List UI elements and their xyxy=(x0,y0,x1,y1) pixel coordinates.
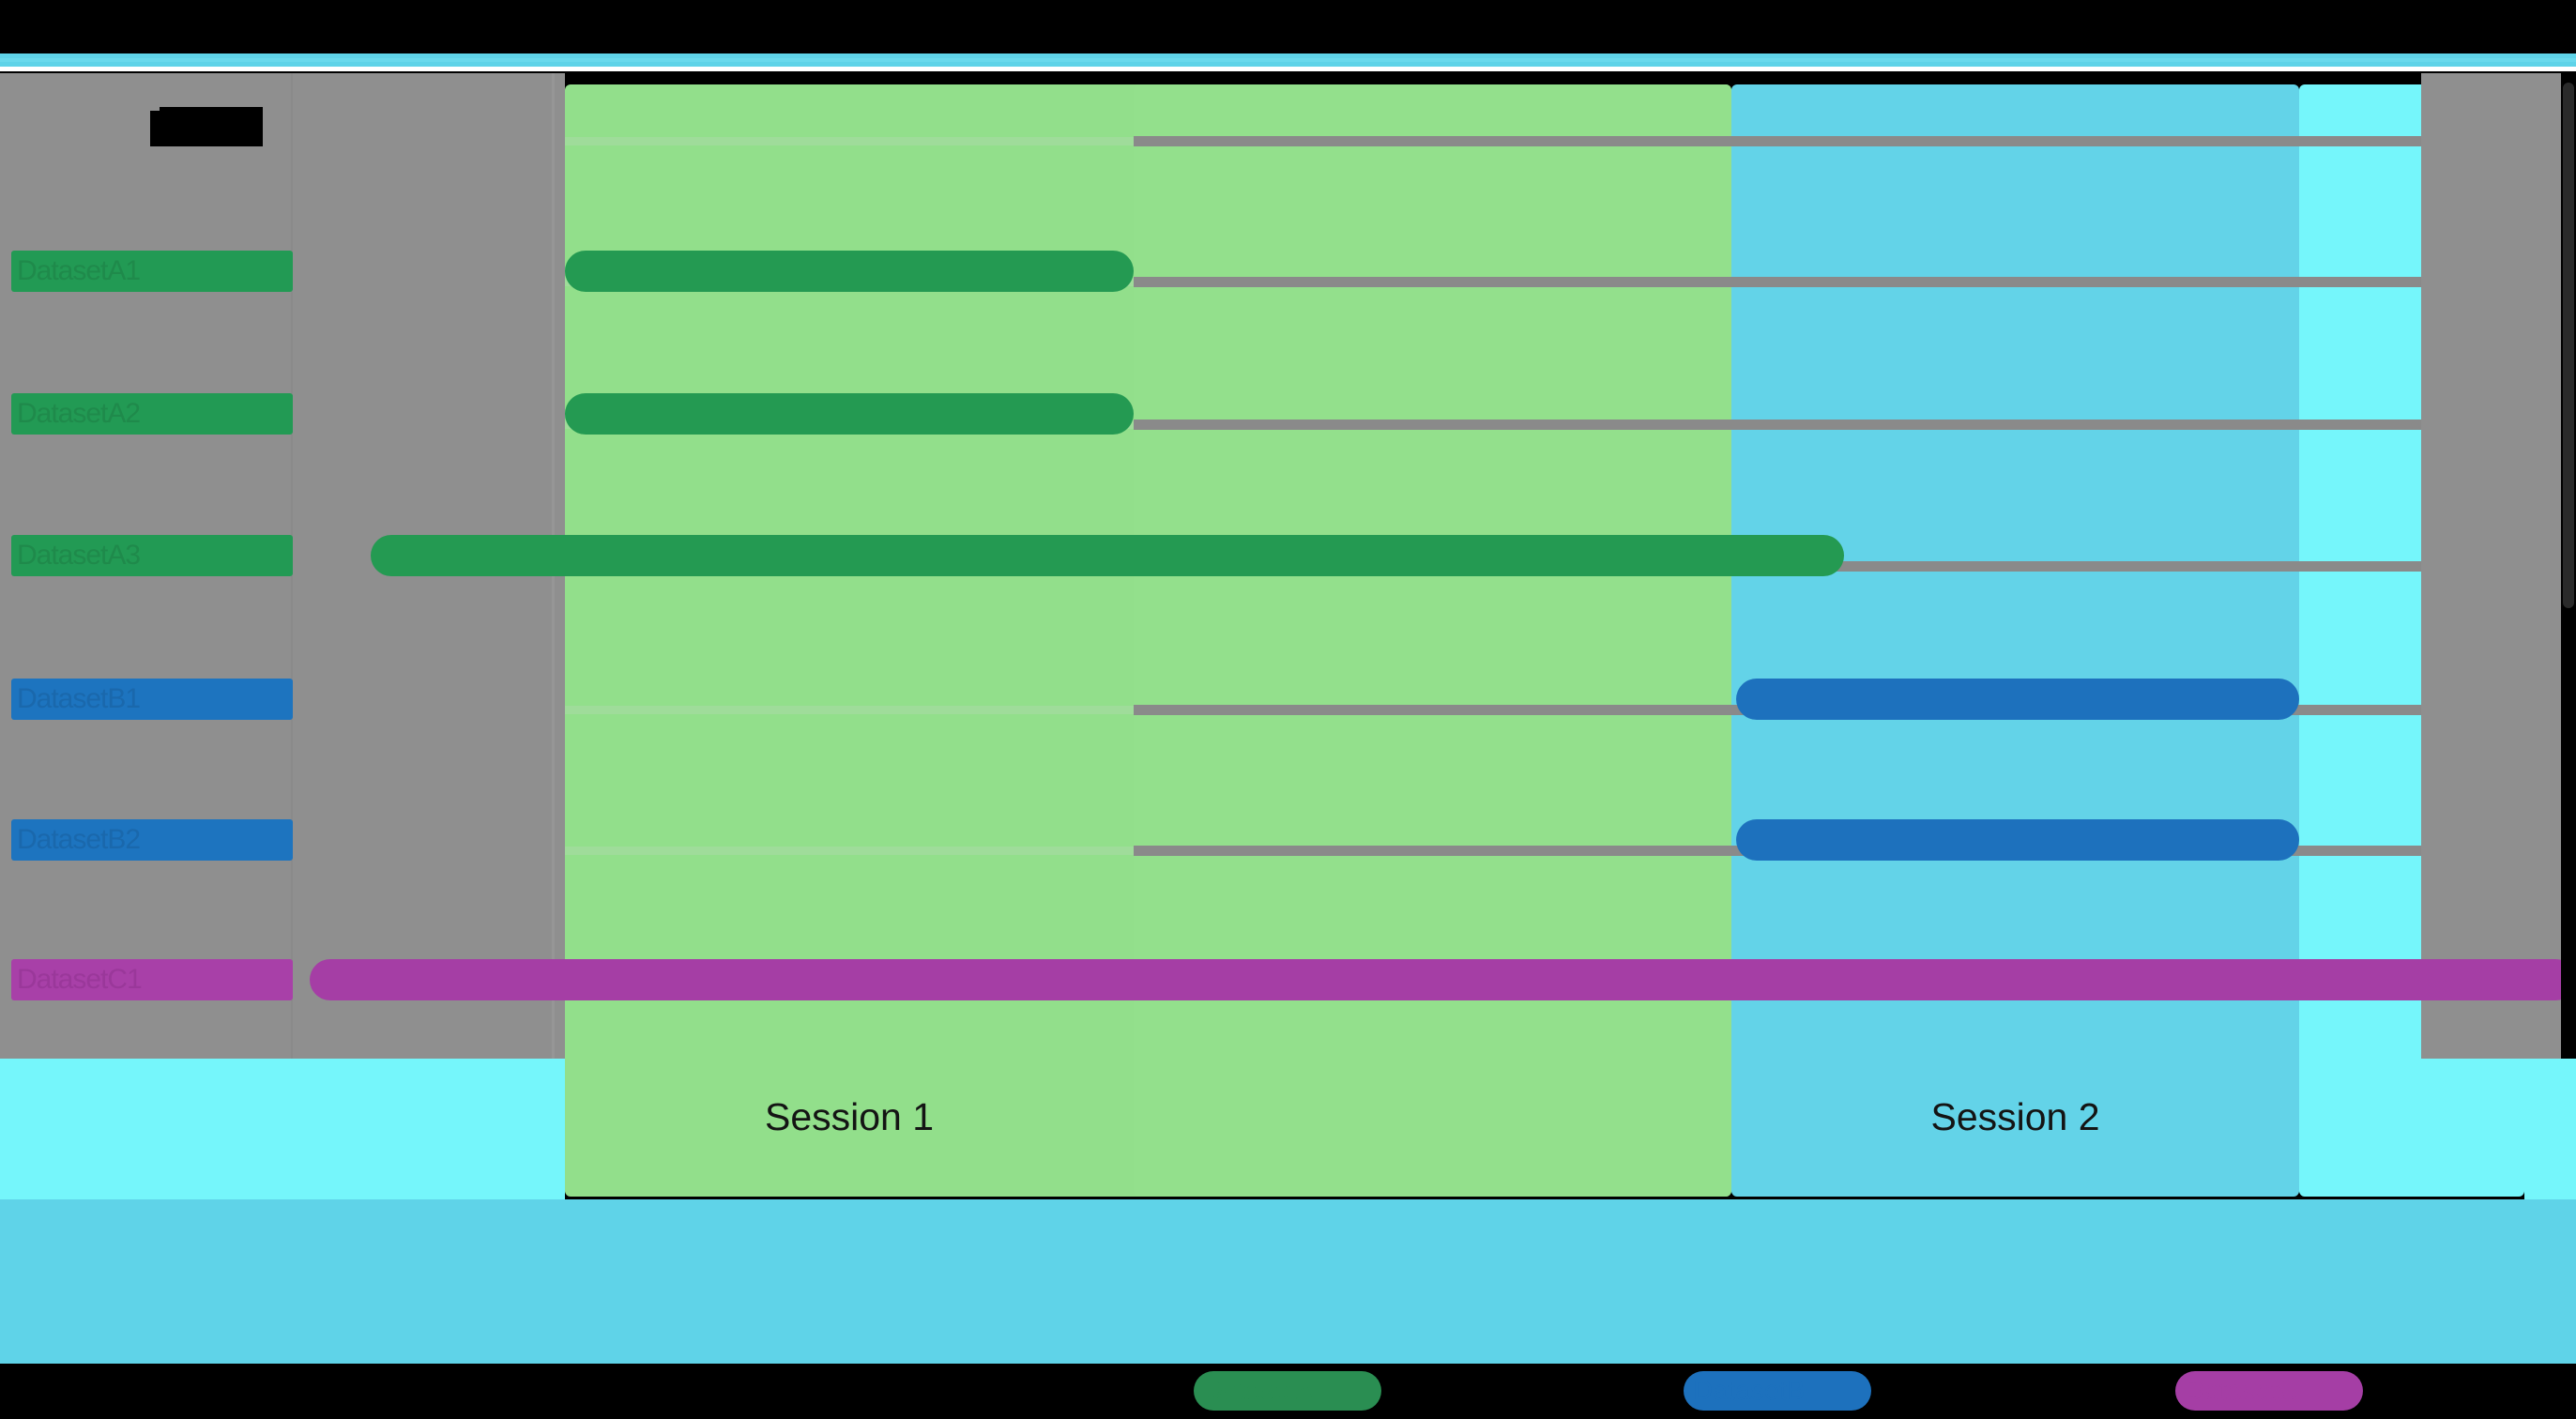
header-white-rule xyxy=(0,67,2576,71)
footer-cyan-right xyxy=(2524,1059,2576,1199)
session-band-1b xyxy=(1134,84,1731,1197)
row-label-dataseta2[interactable]: DatasetA2 xyxy=(11,393,293,435)
row-label-text: DatasetA1 xyxy=(17,255,141,286)
row-gridline-light xyxy=(565,137,1134,145)
timeline-bar[interactable] xyxy=(371,535,1844,576)
footer-cyan-strip xyxy=(0,1199,2576,1364)
session-band-2 xyxy=(1731,84,2299,1197)
row-label-text: DatasetB2 xyxy=(17,824,141,855)
row-label-text: DatasetC1 xyxy=(17,964,143,995)
row-label-text: DatasetA3 xyxy=(17,540,141,571)
legend-dataset-c[interactable]: DatasetC xyxy=(2175,1371,2363,1411)
row-label-datasetc1[interactable]: DatasetC1 xyxy=(11,959,293,1000)
legend-label: DatasetB xyxy=(1693,1376,1806,1406)
timeline-bar[interactable] xyxy=(1736,679,2299,720)
row-label-text: DatasetA2 xyxy=(17,398,141,429)
vertical-scrollbar-thumb[interactable] xyxy=(2563,83,2574,608)
footer-cyan-left xyxy=(0,1059,565,1201)
session-2-label: Session 2 xyxy=(1930,1095,2100,1138)
legend-dataset-a[interactable]: DatasetA xyxy=(1194,1371,1381,1411)
timeline-bar[interactable] xyxy=(565,393,1134,435)
row-label-datasetb2[interactable]: DatasetB2 xyxy=(11,819,293,861)
row-gridline-dark xyxy=(1134,136,2421,146)
row-label-dataseta3[interactable]: DatasetA3 xyxy=(11,535,293,576)
plot-right-edge xyxy=(2524,73,2561,1199)
row-gridline-light xyxy=(565,847,1134,855)
legend-label: DatasetC xyxy=(2185,1376,2298,1406)
chart-title-redacted xyxy=(150,111,263,146)
chart-title-redacted-cap xyxy=(160,107,263,114)
timeline-bar[interactable] xyxy=(1736,819,2299,861)
timeline-bar[interactable] xyxy=(565,251,1134,292)
row-gridline-light xyxy=(565,706,1134,714)
row-label-dataseta1[interactable]: DatasetA1 xyxy=(11,251,293,292)
row-gridline-dark xyxy=(1134,277,2421,287)
row-label-text: DatasetB1 xyxy=(17,683,141,714)
header-strip-inner xyxy=(0,58,2576,62)
row-gridline-dark xyxy=(1134,420,2421,430)
timeline-bar[interactable] xyxy=(310,959,2576,1000)
plot-right-gutter xyxy=(2421,73,2524,1059)
top-black-bar xyxy=(0,0,2576,53)
row-label-datasetb1[interactable]: DatasetB1 xyxy=(11,679,293,720)
legend-label: DatasetA xyxy=(1203,1376,1316,1406)
session-1-label: Session 1 xyxy=(764,1095,935,1138)
legend-dataset-b[interactable]: DatasetB xyxy=(1684,1371,1871,1411)
